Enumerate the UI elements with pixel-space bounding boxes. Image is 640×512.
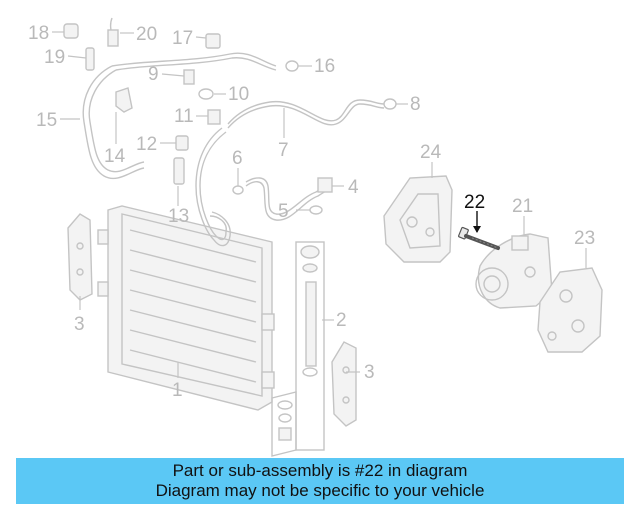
callout-2: 2: [336, 310, 347, 331]
callout-21: 21: [512, 196, 533, 217]
callout-19: 19: [44, 47, 65, 68]
info-banner: Part or sub-assembly is #22 in diagram D…: [16, 458, 624, 504]
bolt-22-drawing: [458, 226, 500, 250]
callout-16: 16: [314, 56, 335, 77]
callout-14: 14: [104, 146, 126, 167]
callout-17: 17: [172, 28, 193, 49]
receiver-drier-drawing: [271, 241, 325, 457]
callout-15: 15: [36, 110, 57, 131]
callout-22: 22: [464, 192, 485, 213]
compressor-cover-drawing: [383, 175, 453, 263]
callout-6: 6: [232, 148, 243, 169]
callout-11: 11: [174, 106, 194, 127]
callout-1: 1: [172, 380, 183, 401]
line-7-drawing: [227, 99, 385, 129]
callout-10: 10: [228, 84, 249, 105]
callout-7: 7: [278, 140, 289, 161]
mounting-bracket-drawing: [537, 267, 603, 353]
condenser-drawing: [97, 205, 275, 411]
callout-20: 20: [136, 24, 157, 45]
leader-arrow-22: [473, 226, 481, 233]
banner-line-2: Diagram may not be specific to your vehi…: [155, 481, 485, 500]
callout-4: 4: [348, 177, 359, 198]
callout-18: 18: [28, 23, 49, 44]
callout-23: 23: [574, 228, 595, 249]
bracket-right-drawing: [331, 341, 357, 427]
callout-3-left: 3: [74, 314, 85, 335]
callout-13: 13: [168, 206, 189, 227]
leader-lines: [52, 31, 587, 378]
small-fittings-drawing: [63, 17, 397, 215]
hose-15-drawing: [82, 52, 277, 180]
callout-5: 5: [278, 201, 289, 222]
hose-13-drawing: [195, 127, 231, 247]
callout-12: 12: [136, 134, 157, 155]
bracket-left-drawing: [67, 213, 93, 301]
callout-24: 24: [420, 142, 442, 163]
banner-line-1: Part or sub-assembly is #22 in diagram: [172, 461, 468, 480]
callout-9: 9: [148, 64, 159, 85]
callout-8: 8: [410, 94, 421, 115]
callout-3-right: 3: [364, 362, 375, 383]
